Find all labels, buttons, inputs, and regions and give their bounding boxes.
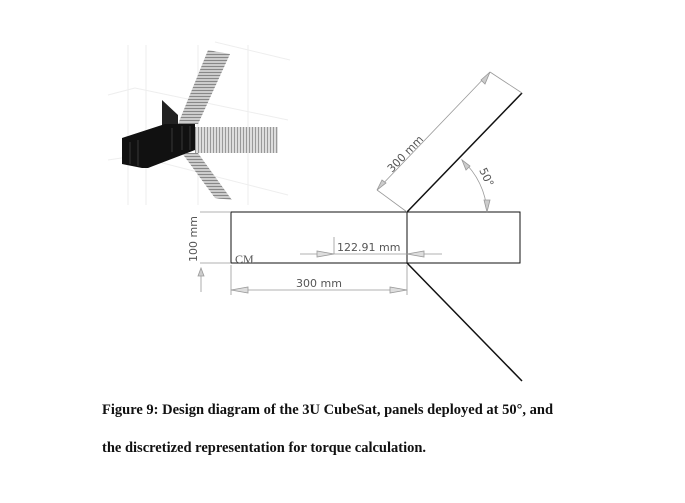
cubesat-body-mesh [122, 124, 195, 168]
body-length-label: 300 mm [296, 277, 342, 290]
upper-panel-mesh [178, 50, 230, 124]
body-rect [230, 211, 521, 264]
upper-panel [406, 92, 523, 213]
angle-label: 50° [476, 166, 496, 189]
lower-panel [406, 262, 523, 382]
cubesat-2d-drawing [230, 92, 523, 382]
panel-length-label: 300 mm [385, 133, 426, 175]
cm-label: CM [235, 252, 254, 266]
figure-caption-line-1: Figure 9: Design diagram of the 3U CubeS… [102, 402, 554, 418]
lower-panel-mesh [182, 153, 232, 200]
dimensions [197, 71, 523, 295]
fin-mesh [162, 100, 178, 125]
cubesat-3d-render [107, 41, 291, 205]
side-panel-mesh [195, 127, 278, 153]
cm-offset-label: 122.91 mm [337, 241, 400, 254]
height-label: 100 mm [187, 216, 200, 262]
figure-caption-line-2: the discretized representation for torqu… [102, 440, 427, 456]
